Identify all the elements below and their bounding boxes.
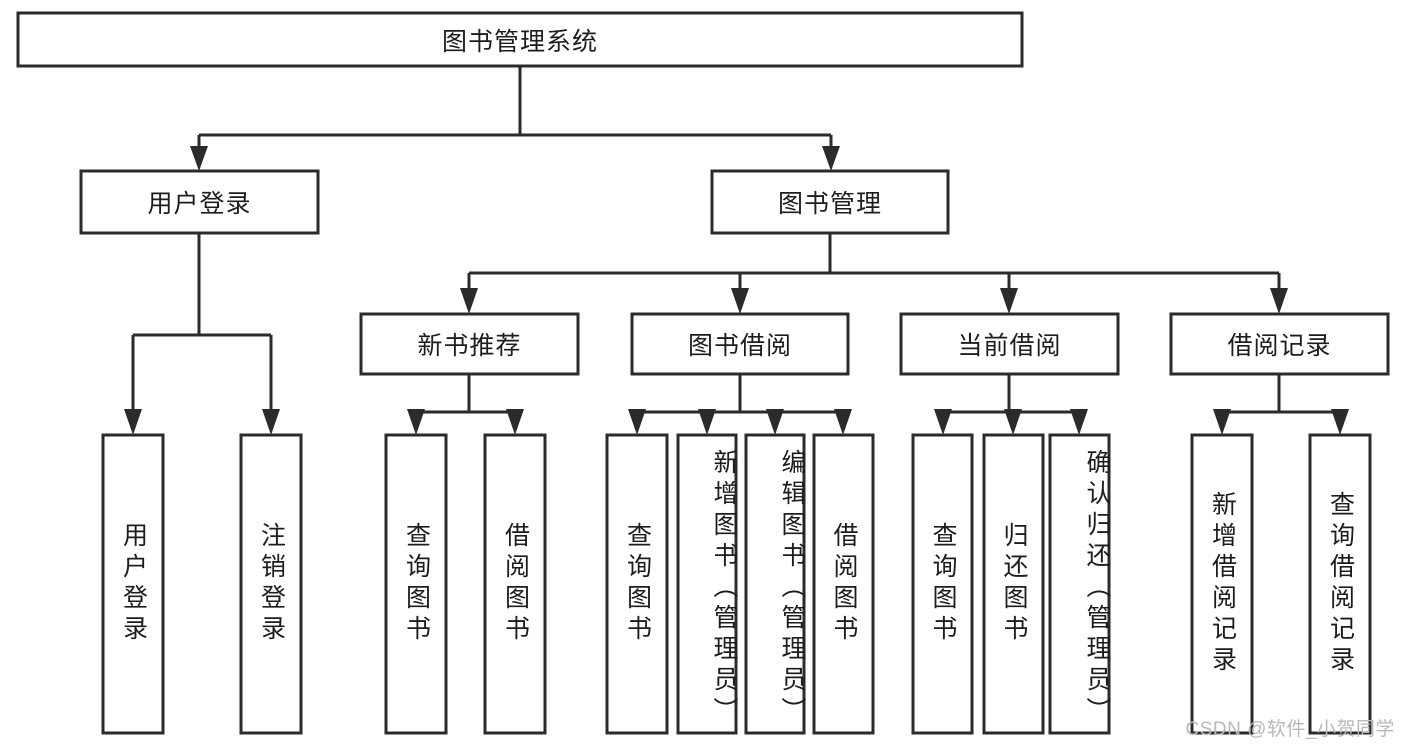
- connector-borrowrecord-to-leaves: [1213, 374, 1349, 435]
- arrow-head-icon: [1270, 288, 1288, 314]
- arrow-head-icon: [1004, 409, 1022, 435]
- arrow-head-icon: [934, 409, 952, 435]
- node-box-root[interactable]: [16, 11, 1024, 68]
- arrow-head-icon: [262, 409, 280, 435]
- arrow-head-icon: [834, 409, 852, 435]
- leaf-box-borrow-edit-book[interactable]: [744, 433, 806, 735]
- arrow-head-icon: [460, 288, 478, 314]
- leaf-box-user-login-logout[interactable]: [239, 433, 303, 735]
- arrow-head-icon: [731, 288, 749, 314]
- connector-recommend-to-leaves: [407, 374, 524, 435]
- connector-bookborrow-to-leaves: [628, 374, 852, 435]
- arrow-head-icon: [407, 409, 425, 435]
- leaf-box-recommend-query-book[interactable]: [384, 433, 448, 735]
- leaf-box-record-query-record[interactable]: [1308, 433, 1372, 735]
- arrow-head-icon: [190, 146, 208, 171]
- watermark-text: CSDN @软件_小贺同学: [1185, 719, 1395, 740]
- leaf-box-current-confirm-return[interactable]: [1048, 433, 1111, 735]
- arrow-head-icon: [1070, 409, 1088, 435]
- node-box-book-management[interactable]: [710, 169, 950, 235]
- connector-userlogin-to-leaves: [124, 233, 280, 435]
- node-box-user-login[interactable]: [79, 169, 320, 235]
- leaf-box-user-login-login[interactable]: [101, 433, 165, 735]
- arrow-head-icon: [766, 409, 784, 435]
- arrow-head-icon: [1000, 288, 1018, 314]
- leaf-box-borrow-add-book[interactable]: [676, 433, 738, 735]
- arrow-head-icon: [1331, 409, 1349, 435]
- arrow-head-icon: [698, 409, 716, 435]
- connector-currentborrow-to-leaves: [934, 374, 1088, 435]
- node-box-new-book-recommend[interactable]: [359, 312, 580, 376]
- connector-bookmgmt-to-level2: [460, 233, 1288, 314]
- arrow-head-icon: [1213, 409, 1231, 435]
- node-box-book-borrow[interactable]: [630, 312, 850, 376]
- arrow-head-icon: [822, 146, 840, 171]
- node-box-borrow-record[interactable]: [1169, 312, 1390, 376]
- leaf-box-recommend-borrow-book[interactable]: [483, 433, 547, 735]
- arrow-head-icon: [628, 409, 646, 435]
- node-box-current-borrow[interactable]: [899, 312, 1120, 376]
- leaf-box-current-query-book[interactable]: [911, 433, 974, 735]
- leaf-box-current-return-book[interactable]: [982, 433, 1045, 735]
- connector-root-to-level1: [190, 66, 840, 171]
- leaf-box-record-add-record[interactable]: [1190, 433, 1254, 735]
- arrow-head-icon: [506, 409, 524, 435]
- leaf-box-borrow-query-book[interactable]: [605, 433, 669, 735]
- leaf-box-borrow-borrow-book[interactable]: [812, 433, 875, 735]
- arrow-head-icon: [124, 409, 142, 435]
